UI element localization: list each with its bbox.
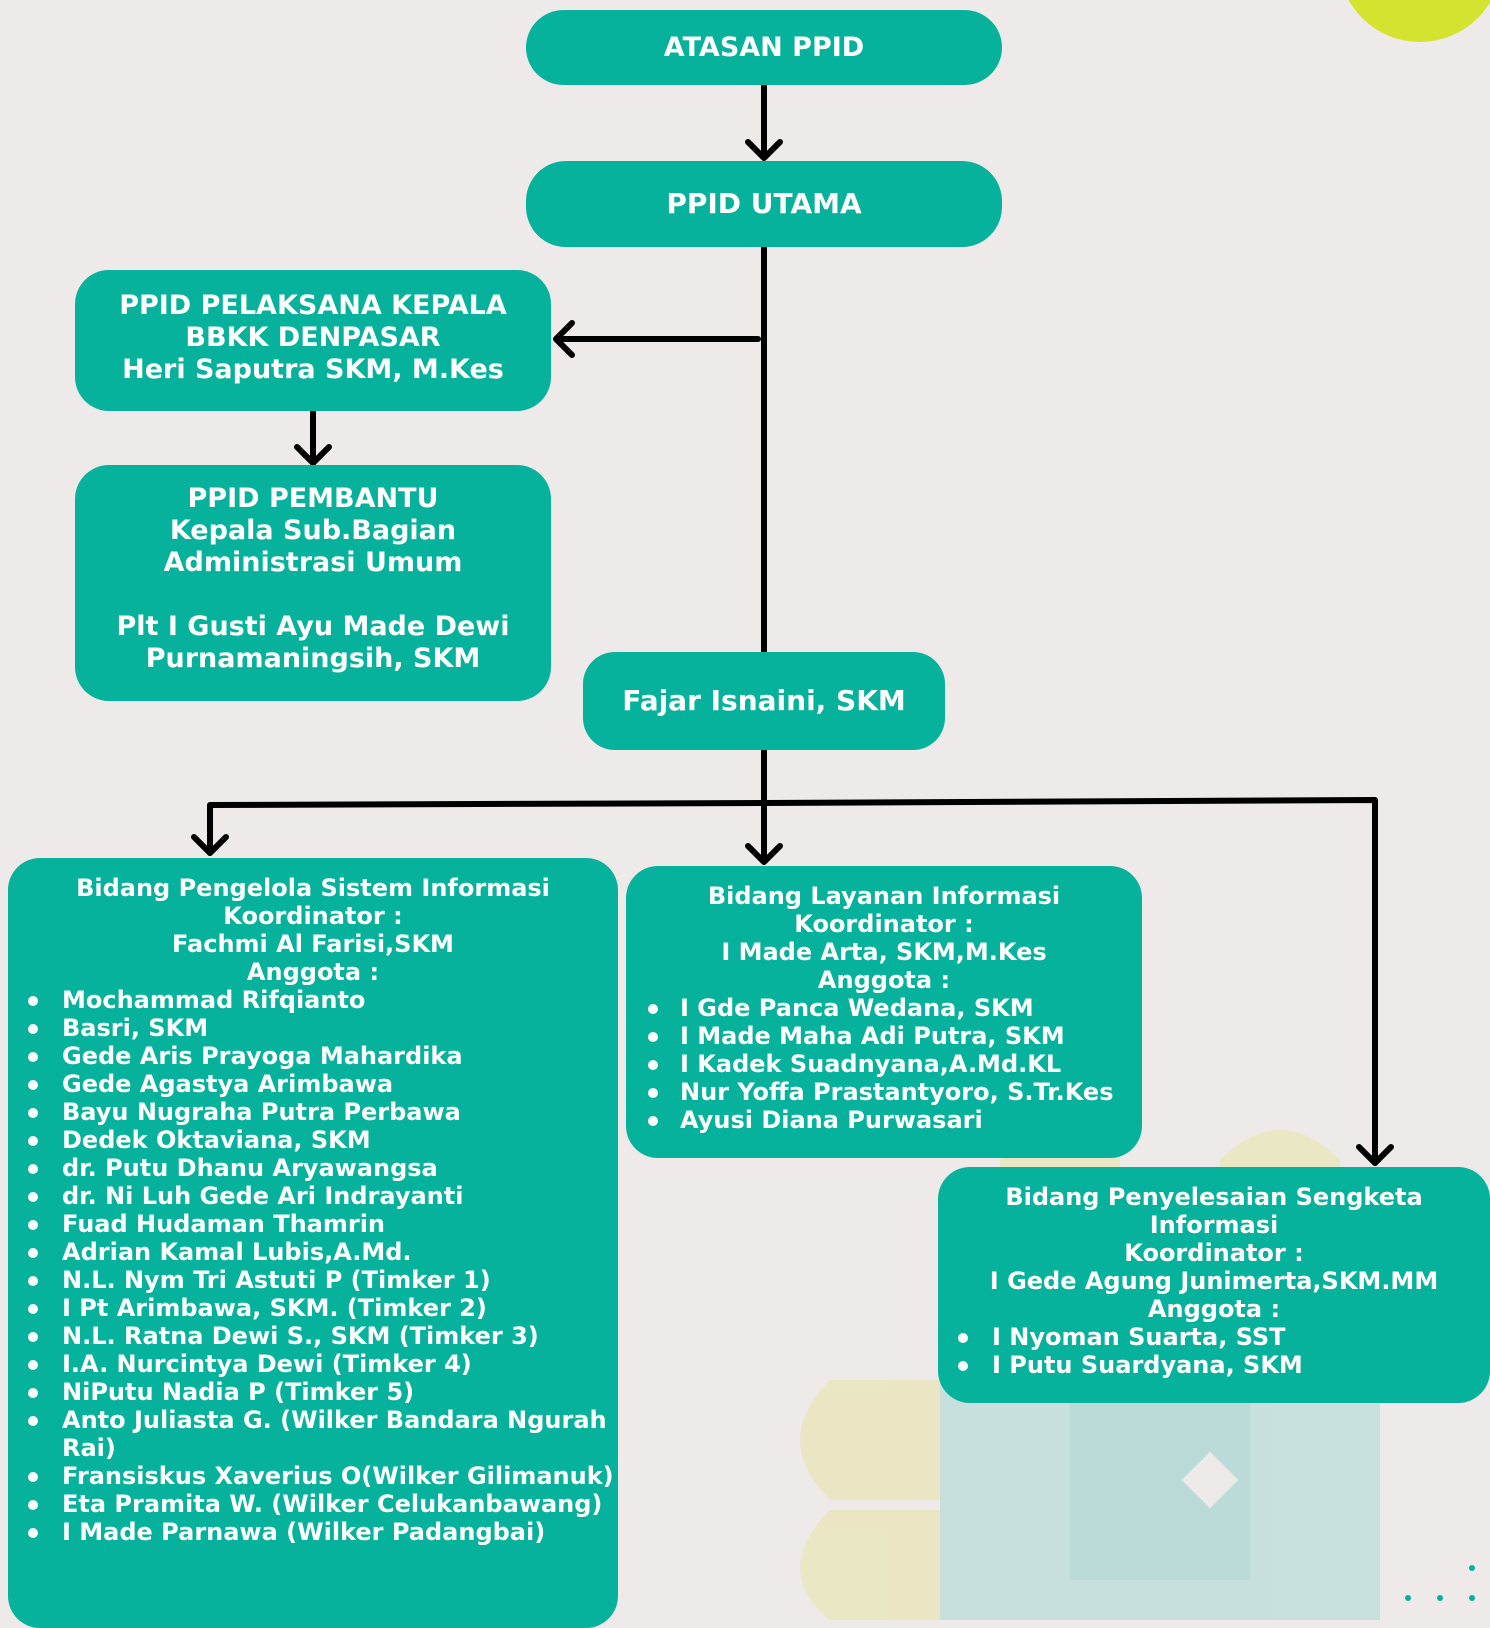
ppid-pelaksana-box: PPID PELAKSANA KEPALA BBKK DENPASAR Heri…	[75, 270, 551, 411]
utama-label: PPID UTAMA	[666, 187, 862, 220]
bidang-sengketa-box: Bidang Penyelesaian Sengketa Informasi K…	[938, 1167, 1490, 1403]
member-item: NiPutu Nadia P (Timker 5)	[8, 1378, 618, 1406]
member-list: Mochammad Rifqianto Basri, SKM Gede Aris…	[8, 986, 618, 1546]
member-item: Basri, SKM	[8, 1014, 618, 1042]
koordinator-label: Koordinator :	[794, 910, 974, 938]
pembantu-line: Kepala Sub.Bagian	[169, 515, 457, 546]
member-item: I Kadek Suadnyana,A.Md.KL	[626, 1050, 1142, 1078]
pelaksana-line: BBKK DENPASAR	[185, 322, 441, 353]
member-item: dr. Putu Dhanu Aryawangsa	[8, 1154, 618, 1182]
member-item: Bayu Nugraha Putra Perbawa	[8, 1098, 618, 1126]
pembantu-line: PPID PEMBANTU	[187, 483, 439, 514]
bidang-title: Bidang Pengelola Sistem Informasi	[76, 874, 550, 902]
member-item: Gede Agastya Arimbawa	[8, 1070, 618, 1098]
pelaksana-line: PPID PELAKSANA KEPALA	[119, 290, 507, 321]
member-list: I Gde Panca Wedana, SKM I Made Maha Adi …	[626, 994, 1142, 1134]
pembantu-name: Plt I Gusti Ayu Made Dewi	[116, 611, 510, 642]
anggota-label: Anggota :	[246, 958, 380, 986]
koordinator-name: Fachmi Al Farisi,SKM	[172, 930, 454, 958]
member-item: I Made Parnawa (Wilker Padangbai)	[8, 1518, 618, 1546]
bidang-title: Bidang Layanan Informasi	[707, 882, 1061, 910]
ppid-pembantu-box: PPID PEMBANTU Kepala Sub.Bagian Administ…	[75, 465, 551, 701]
arrowhead-bidang1	[191, 834, 229, 856]
branch-line	[207, 797, 1378, 1166]
koordinator-label: Koordinator :	[1124, 1239, 1304, 1267]
anggota-label: Anggota :	[817, 966, 951, 994]
member-item: Anto Juliasta G. (Wilker Bandara Ngurah …	[8, 1406, 618, 1462]
member-list: I Nyoman Suarta, SST I Putu Suardyana, S…	[938, 1323, 1490, 1379]
pembantu-name: Purnamaningsih, SKM	[145, 643, 481, 674]
member-item: Nur Yoffa Prastantyoro, S.Tr.Kes	[626, 1078, 1142, 1106]
koordinator-name: I Gede Agung Junimerta,SKM.MM	[989, 1267, 1439, 1295]
fajar-label: Fajar Isnaini, SKM	[622, 684, 906, 717]
bidang-title: Bidang Penyelesaian Sengketa	[1005, 1183, 1423, 1211]
arrowhead-bidang3	[1356, 1144, 1394, 1166]
dots-decoration	[1405, 1565, 1475, 1601]
fajar-box: Fajar Isnaini, SKM	[583, 652, 945, 750]
member-item: Eta Pramita W. (Wilker Celukanbawang)	[8, 1490, 618, 1518]
member-item: Mochammad Rifqianto	[8, 986, 618, 1014]
member-item: dr. Ni Luh Gede Ari Indrayanti	[8, 1182, 618, 1210]
koordinator-label: Koordinator :	[223, 902, 403, 930]
arrow-pelaksana-to-pembantu	[294, 409, 332, 466]
bidang-pengelola-box: Bidang Pengelola Sistem Informasi Koordi…	[8, 858, 618, 1628]
ppid-utama-box: PPID UTAMA	[526, 161, 1002, 247]
yellow-corner-shape	[1348, 0, 1490, 42]
member-item: Fuad Hudaman Thamrin	[8, 1210, 618, 1238]
pelaksana-name: Heri Saputra SKM, M.Kes	[122, 354, 504, 385]
member-item: Dedek Oktaviana, SKM	[8, 1126, 618, 1154]
member-item: N.L. Ratna Dewi S., SKM (Timker 3)	[8, 1322, 618, 1350]
arrow-to-pelaksana	[553, 320, 761, 358]
member-item: I Putu Suardyana, SKM	[938, 1351, 1490, 1379]
member-item: N.L. Nym Tri Astuti P (Timker 1)	[8, 1266, 618, 1294]
member-item: I Gde Panca Wedana, SKM	[626, 994, 1142, 1022]
atasan-ppid-box: ATASAN PPID	[526, 10, 1002, 85]
member-item: Gede Aris Prayoga Mahardika	[8, 1042, 618, 1070]
bidang-layanan-box: Bidang Layanan Informasi Koordinator : I…	[626, 866, 1142, 1158]
member-item: Adrian Kamal Lubis,A.Md.	[8, 1238, 618, 1266]
arrow-atasan-to-utama	[745, 83, 783, 161]
koordinator-name: I Made Arta, SKM,M.Kes	[721, 938, 1047, 966]
pembantu-line: Administrasi Umum	[163, 547, 463, 578]
member-item: I Nyoman Suarta, SST	[938, 1323, 1490, 1351]
anggota-label: Anggota :	[1147, 1295, 1281, 1323]
member-item: I.A. Nurcintya Dewi (Timker 4)	[8, 1350, 618, 1378]
member-item: I Made Maha Adi Putra, SKM	[626, 1022, 1142, 1050]
member-item: I Pt Arimbawa, SKM. (Timker 2)	[8, 1294, 618, 1322]
atasan-label: ATASAN PPID	[663, 32, 865, 63]
member-item: Ayusi Diana Purwasari	[626, 1106, 1142, 1134]
member-item: Fransiskus Xaverius O(Wilker Gilimanuk)	[8, 1462, 618, 1490]
bidang-title: Informasi	[1149, 1211, 1279, 1239]
